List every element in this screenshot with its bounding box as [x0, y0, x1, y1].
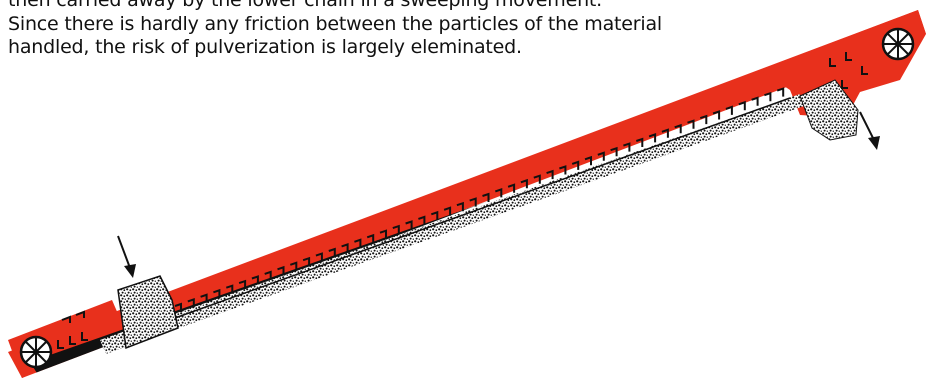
chain-flight: [674, 123, 682, 134]
chain-flight: [751, 96, 759, 106]
chain-flight: [200, 293, 208, 303]
upper-chain-line: [174, 97, 791, 319]
chain-flight: [341, 243, 349, 253]
chain-flight: [418, 215, 426, 225]
chain-flight: [405, 220, 413, 230]
chain-flight: [661, 128, 669, 138]
caption-line-1: then carried away by the lower chain in …: [8, 0, 602, 11]
chain-flight: [213, 288, 221, 299]
chain-flight: [764, 91, 772, 102]
chain-flight: [456, 201, 464, 212]
chain-flight: [520, 178, 528, 189]
outlet-arrow-icon: [859, 111, 880, 150]
tail-chain-marks: [57, 310, 88, 349]
chain-flight: [174, 302, 182, 312]
caption-line-2: Since there is hardly any friction betwe…: [8, 12, 662, 35]
caption-line-3: handled, the risk of pulverization is la…: [8, 36, 522, 58]
chain-flight: [354, 238, 362, 248]
chain-flight: [533, 174, 541, 184]
chain-flight: [277, 265, 285, 276]
chain-flight: [302, 256, 311, 267]
chain-flight: [328, 247, 336, 257]
chain-flight: [494, 188, 503, 198]
chain-flight: [623, 142, 631, 152]
chain-flight: [238, 279, 247, 290]
chain-flight: [469, 197, 477, 207]
head-chain-marks: [829, 52, 868, 89]
material-layer: [100, 94, 804, 354]
caption-text: then carried away by the lower chain in …: [8, 0, 768, 60]
chain-flight: [507, 183, 516, 193]
upper-chain-flights: [174, 87, 791, 319]
inlet-arrow-icon: [117, 235, 136, 278]
chain-flight: [315, 252, 323, 262]
tail-sprocket-icon: [19, 335, 53, 369]
chain-flight: [366, 233, 375, 244]
chain-flight: [264, 270, 272, 280]
chain-flight: [379, 229, 387, 239]
chain-flight: [776, 87, 785, 97]
chain-flight: [687, 119, 695, 129]
inlet-hopper: [117, 275, 179, 350]
chain-flight: [482, 192, 490, 202]
chain-flight: [443, 206, 452, 216]
chain-flight: [430, 210, 439, 221]
chain-flight: [712, 110, 721, 120]
chain-flight: [546, 169, 554, 180]
chain-flight: [584, 155, 592, 166]
head-sprocket-icon: [881, 27, 915, 61]
chain-flight: [251, 275, 259, 285]
chain-flight: [392, 224, 400, 235]
chain-flight: [699, 114, 708, 125]
outlet-chute: [799, 79, 859, 141]
chain-flight: [635, 137, 644, 147]
chain-flight: [289, 261, 298, 271]
chain-flight: [187, 298, 195, 308]
chain-flight: [559, 165, 567, 175]
chain-flight: [725, 105, 733, 115]
chain-flight: [597, 151, 605, 161]
chain-flight: [648, 133, 657, 143]
chain-flight: [610, 146, 618, 157]
chain-flight: [225, 284, 234, 294]
chain-flight: [738, 100, 746, 111]
chain-flight: [571, 160, 580, 170]
